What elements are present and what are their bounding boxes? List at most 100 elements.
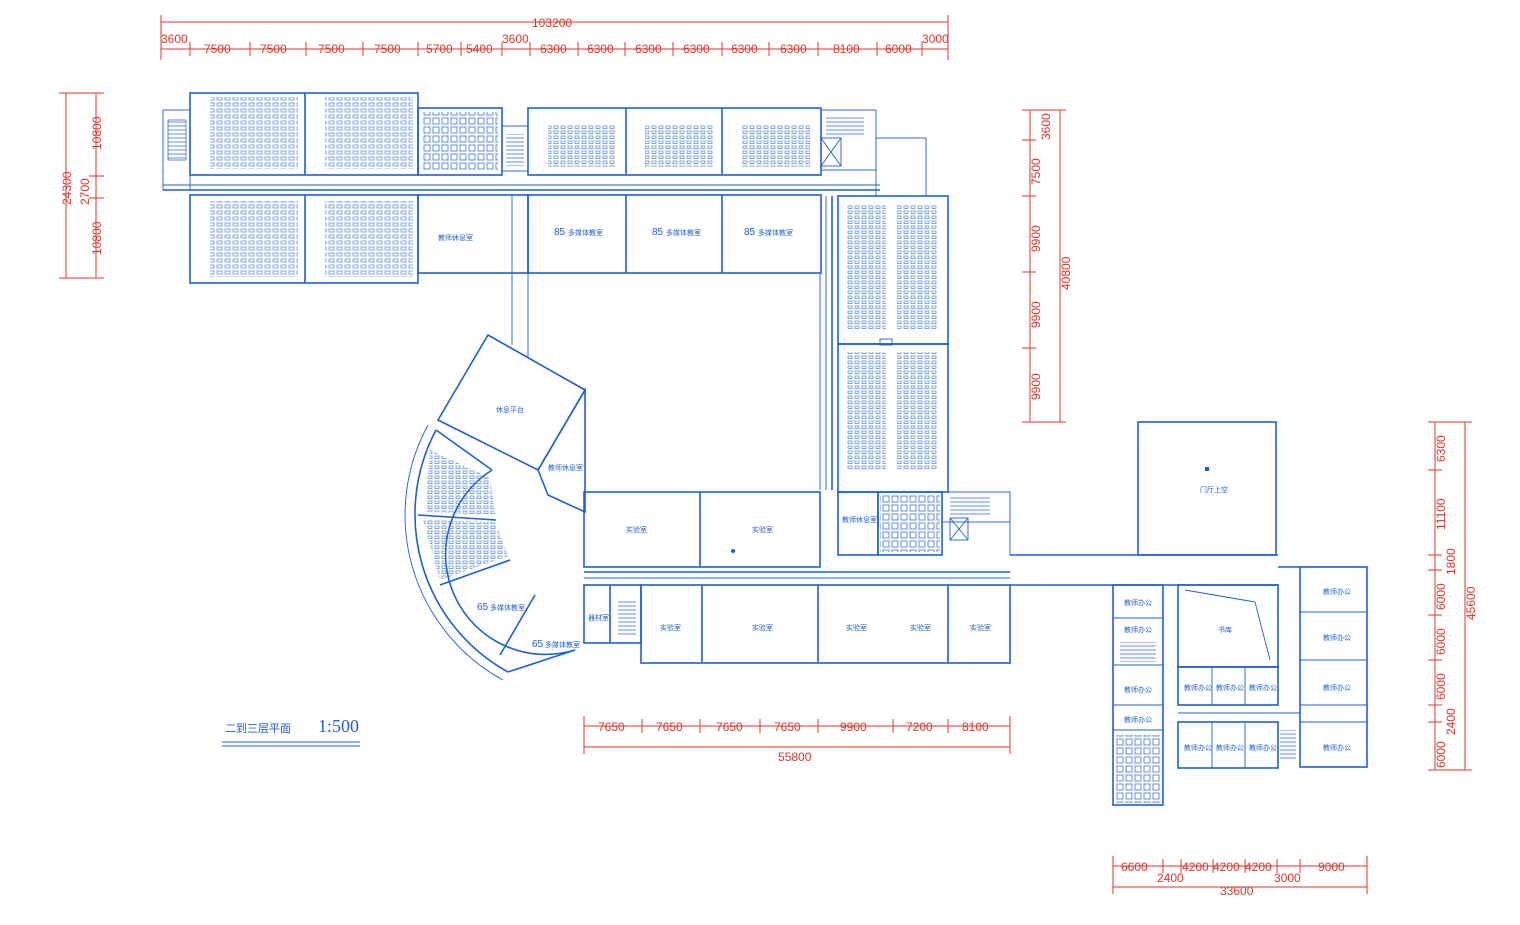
- room-label-office: 教师办公: [1249, 743, 1277, 752]
- room-label-office: 教师办公: [1323, 587, 1351, 596]
- room-label-lab: 实验室: [660, 623, 681, 632]
- room-label-lab: 实验室: [752, 623, 773, 632]
- dim-rmid-seg: 9900: [1029, 373, 1043, 400]
- dim-top-seg: 3600: [502, 32, 529, 46]
- room-label-equipment: 器材室: [588, 613, 609, 622]
- dim-rmid-seg: 9900: [1029, 225, 1043, 252]
- room-number: 65: [477, 602, 489, 613]
- dim-rfar-total: 45600: [1464, 586, 1478, 620]
- dim-top-seg: 6300: [540, 42, 567, 56]
- title-block: 二到三层平面 1:500: [222, 716, 360, 747]
- dim-left-total: 24300: [60, 171, 74, 205]
- room-number: 85: [652, 227, 664, 238]
- dim-top-seg: 5400: [466, 42, 493, 56]
- dim-top-seg: 6300: [587, 42, 614, 56]
- dim-top-seg: 6300: [635, 42, 662, 56]
- dim-top-seg: 7500: [260, 42, 287, 56]
- dimension-right-far: 6300 11100 1800 6000 6000 6000 2400 6000…: [1428, 421, 1478, 771]
- dim-bmid-seg: 7650: [656, 720, 683, 734]
- room-label-lab: 实验室: [626, 525, 647, 534]
- dim-bmid-seg: 9900: [840, 720, 867, 734]
- dim-rfar-seg: 6000: [1434, 741, 1448, 768]
- dimension-bottom-right: 6600 4200 4200 4200 9000 2400 3000 33600: [1112, 856, 1368, 898]
- dim-bright-seg: 9000: [1318, 860, 1345, 874]
- dim-bright-seg: 4200: [1213, 860, 1240, 874]
- dim-top-seg: 5700: [426, 42, 453, 56]
- room-label-hall-void: 门厅上空: [1200, 485, 1228, 494]
- dim-bmid-seg: 7650: [598, 720, 625, 734]
- drawing-scale: 1:500: [318, 716, 359, 736]
- dim-top-seg: 6000: [885, 42, 912, 56]
- room-label-office: 教师办公: [1124, 685, 1152, 694]
- dim-bright-seg: 4200: [1245, 860, 1272, 874]
- dim-bmid-seg: 7200: [906, 720, 933, 734]
- dim-left-seg: 10800: [90, 221, 104, 255]
- dim-rfar-seg: 6000: [1434, 673, 1448, 700]
- dim-bmid-total: 55800: [778, 750, 812, 764]
- dim-top-seg: 7500: [204, 42, 231, 56]
- dim-bright-sub: 2400: [1157, 871, 1184, 885]
- room-label-lab: 实验室: [910, 623, 931, 632]
- corridor-east: [1009, 498, 1278, 586]
- dim-top-seg: 6300: [780, 42, 807, 56]
- room-number: 85: [554, 227, 566, 238]
- dim-top-total: 103200: [532, 16, 572, 30]
- room-label-teacher-lounge-3: 教师休息室: [548, 463, 583, 472]
- dim-rfar-seg: 6000: [1434, 628, 1448, 655]
- wing-right-auditoriums: 教师休息室: [825, 195, 1011, 556]
- room-label-office: 教师办公: [1184, 683, 1212, 692]
- room-label-office: 教师办公: [1323, 743, 1351, 752]
- room-label-multimedia: 多媒体教室: [568, 228, 603, 237]
- dim-rmid-total: 40800: [1059, 256, 1073, 290]
- dim-top-seg: 3000: [922, 32, 949, 46]
- room-label-office: 教师办公: [1124, 715, 1152, 724]
- dim-bmid-seg: 7650: [774, 720, 801, 734]
- dim-bmid-seg: 8100: [962, 720, 989, 734]
- room-label-library: 书库: [1218, 625, 1232, 634]
- room-label-lab: 实验室: [846, 623, 867, 632]
- room-label-teacher-lounge-2: 教师休息室: [842, 515, 877, 524]
- room-number: 85: [744, 227, 756, 238]
- dim-rmid-seg: 3600: [1039, 113, 1053, 140]
- room-number: 65: [532, 639, 544, 650]
- dim-bright-total: 33600: [1220, 884, 1254, 898]
- room-label-office: 教师办公: [1184, 743, 1212, 752]
- room-label-rest-platform: 休息平台: [496, 405, 524, 414]
- dim-bright-sub: 3000: [1274, 871, 1301, 885]
- dim-bright-seg: 6600: [1121, 860, 1148, 874]
- room-label-office: 教师办公: [1216, 683, 1244, 692]
- wing-top-mid: 85 多媒体教室 85 多媒体教室 85 多媒体教室: [527, 107, 927, 274]
- dim-left-seg: 10800: [90, 116, 104, 150]
- dim-top-seg: 7500: [318, 42, 345, 56]
- room-label-office: 教师办公: [1124, 598, 1152, 607]
- room-label-office: 教师办公: [1216, 743, 1244, 752]
- courtyard: [511, 195, 821, 490]
- dim-top-seg: 6300: [683, 42, 710, 56]
- dim-rfar-seg: 6000: [1434, 583, 1448, 610]
- wing-curved: 休息平台 教师休息室 65 多媒体教室 65 多媒体教室: [404, 333, 587, 681]
- dim-rfar-seg: 6300: [1434, 435, 1448, 462]
- dimension-left: 24300 10800 2700 10800: [59, 92, 104, 279]
- drawing-title: 二到三层平面: [225, 722, 291, 735]
- dim-rfar-seg: 1800: [1444, 548, 1458, 575]
- dim-top-seg: 8100: [833, 42, 860, 56]
- wing-top-left: 教师休息室: [162, 92, 529, 284]
- room-label-multimedia: 多媒体教室: [490, 603, 525, 612]
- room-label-teacher-lounge: 教师休息室: [438, 233, 473, 242]
- room-label-office: 教师办公: [1323, 633, 1351, 642]
- room-label-multimedia: 多媒体教室: [758, 228, 793, 237]
- dim-rfar-seg: 2400: [1444, 708, 1458, 735]
- dim-rfar-seg: 11100: [1434, 498, 1448, 530]
- hall-void: 门厅上空: [1137, 421, 1277, 556]
- room-label-office: 教师办公: [1249, 683, 1277, 692]
- dimension-right-mid: 3600 7500 9900 9900 9900 40800: [1022, 109, 1073, 423]
- dim-bmid-seg: 7650: [716, 720, 743, 734]
- wing-bottom-labs: 实验室 实验室 器材室 实验室 实验室 实验室 实验室 实验室: [583, 491, 1011, 664]
- wing-offices: 教师办公 教师办公 教师办公 教师办公 书库 教师办公 教师办公 教师办公 教师…: [1112, 566, 1368, 806]
- dimension-top: 103200 3600 7500 7500 7500 7500 5700 540…: [160, 15, 949, 60]
- room-label-office: 教师办公: [1323, 683, 1351, 692]
- dim-left-seg: 2700: [78, 178, 92, 205]
- room-label-office: 教师办公: [1124, 625, 1152, 634]
- room-label-multimedia: 多媒体教室: [666, 228, 701, 237]
